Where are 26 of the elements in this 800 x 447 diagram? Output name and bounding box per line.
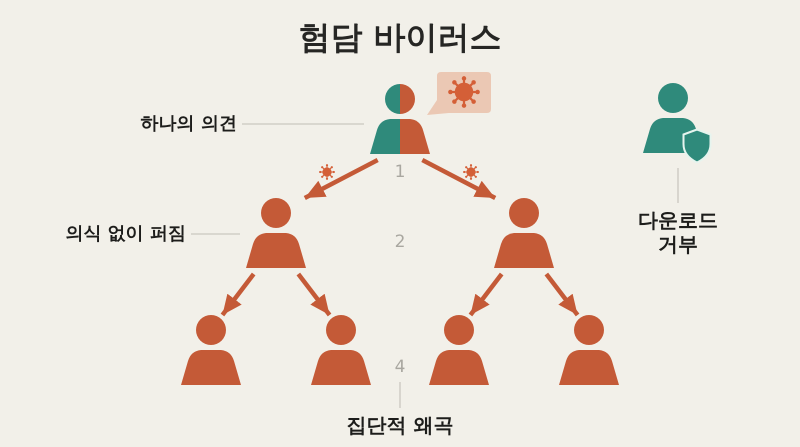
level-number: 2 [394,232,406,252]
leader-line [191,233,240,235]
diagram-title: 험담 바이러스 [298,17,502,57]
callout-label: 다운로드 거부 [638,208,718,256]
level-number: 1 [394,162,406,182]
person-with-shield-figure [642,83,712,163]
person-figure [245,198,307,268]
arrow [220,272,256,316]
callout-label: 하나의 의견 [140,113,237,135]
callout-label: 의식 없이 퍼짐 [65,223,186,245]
leader-line [242,123,364,125]
callout-label: 집단적 왜곡 [346,413,454,437]
person-figure [180,315,242,385]
arrow [304,158,379,200]
person-figure [428,315,490,385]
arrow [468,272,504,316]
person-figure [310,315,372,385]
arrow [296,272,332,316]
arrow [421,158,496,200]
person-figure [558,315,620,385]
arrow [544,272,580,316]
level-number: 4 [394,357,406,377]
person-figure [369,84,431,154]
person-figure [493,198,555,268]
leader-line [399,382,401,408]
leader-line [677,168,679,203]
